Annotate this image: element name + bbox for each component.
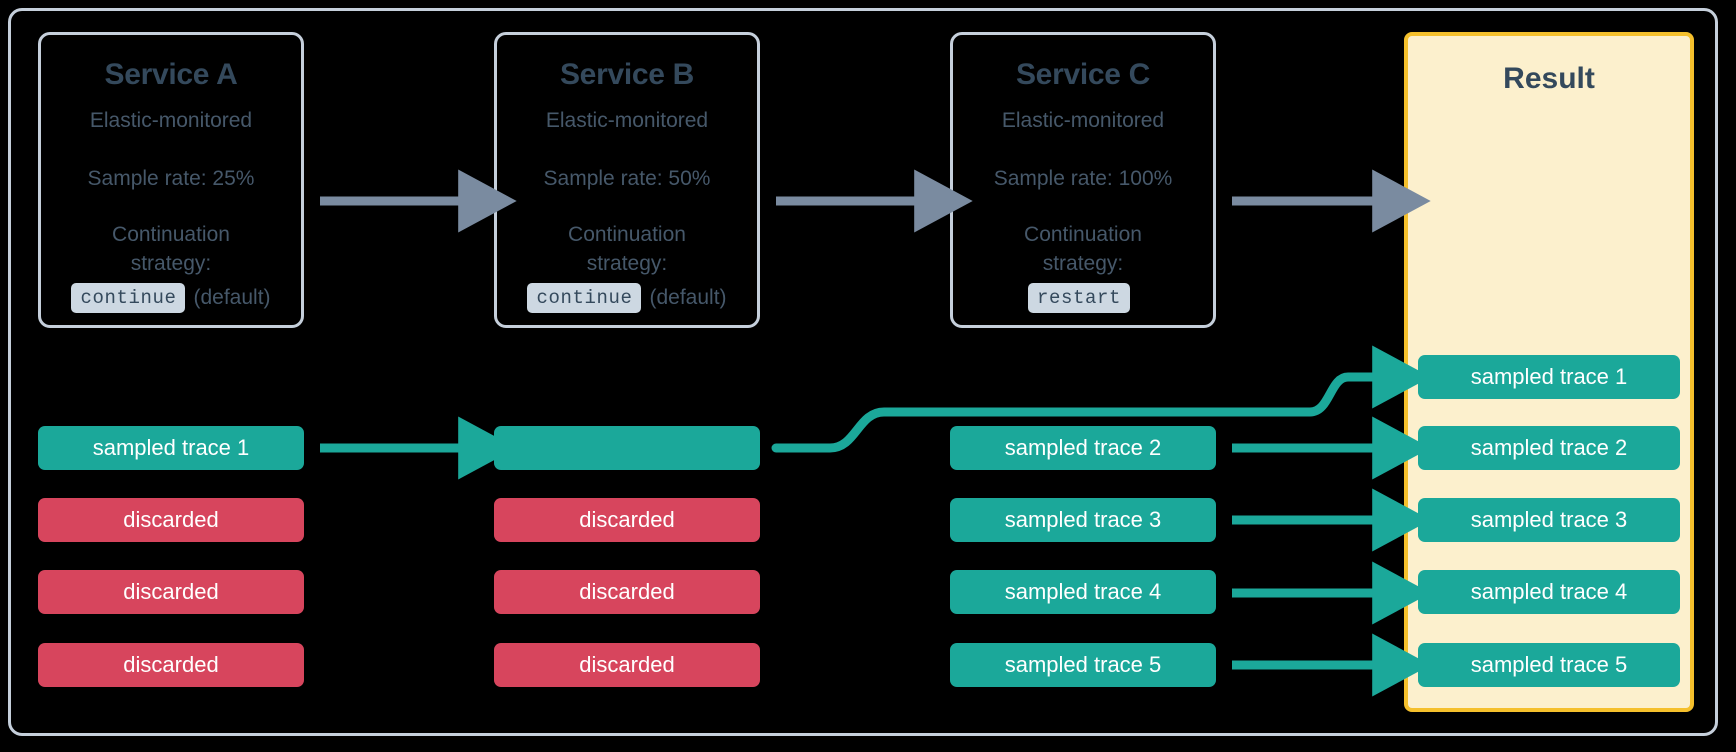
result-title: Result — [1503, 62, 1595, 95]
service-b-title: Service B — [559, 58, 695, 91]
trace-pill-b-4: discarded — [494, 643, 760, 687]
service-b-monitored: Elastic-monitored — [545, 109, 709, 132]
trace-pill-c-3: sampled trace 4 — [950, 570, 1216, 614]
service-a-sample-rate: Sample rate: 25% — [87, 167, 255, 191]
service-card-b: Service B Elastic-monitored Sample rate:… — [494, 32, 760, 328]
service-c-sample-rate: Sample rate: 100% — [993, 167, 1173, 191]
service-b-strategy-row: continue (default) — [497, 283, 757, 314]
service-c-monitored: Elastic-monitored — [1001, 109, 1165, 132]
trace-pill-c-1: sampled trace 2 — [950, 426, 1216, 470]
service-c-title: Service C — [1015, 58, 1151, 91]
service-card-c: Service C Elastic-monitored Sample rate:… — [950, 32, 1216, 328]
result-pill-5: sampled trace 5 — [1418, 643, 1680, 687]
result-pill-4: sampled trace 4 — [1418, 570, 1680, 614]
service-a-strategy-chip: continue — [71, 283, 186, 314]
trace-pill-a-2: discarded — [38, 498, 304, 542]
service-a-strategy-note: (default) — [193, 286, 271, 310]
trace-pill-b-2: discarded — [494, 498, 760, 542]
trace-pill-a-4: discarded — [38, 643, 304, 687]
service-b-strategy-note: (default) — [649, 286, 727, 310]
service-a-title: Service A — [104, 58, 238, 91]
trace-pill-c-4: sampled trace 5 — [950, 643, 1216, 687]
service-a-monitored: Elastic-monitored — [89, 109, 253, 132]
service-b-strategy-chip: continue — [527, 283, 642, 314]
service-card-a: Service A Elastic-monitored Sample rate:… — [38, 32, 304, 328]
trace-pill-b-3: discarded — [494, 570, 760, 614]
trace-pill-b-1 — [494, 426, 760, 470]
result-pill-1: sampled trace 1 — [1418, 355, 1680, 399]
result-pill-3: sampled trace 3 — [1418, 498, 1680, 542]
service-a-strategy-row: continue (default) — [41, 283, 301, 314]
result-pill-2: sampled trace 2 — [1418, 426, 1680, 470]
trace-pill-a-3: discarded — [38, 570, 304, 614]
service-c-strategy-row: restart — [953, 283, 1213, 314]
service-b-sample-rate: Sample rate: 50% — [543, 167, 711, 191]
trace-pill-a-1: sampled trace 1 — [38, 426, 304, 470]
service-c-strategy-chip: restart — [1027, 283, 1130, 314]
trace-pill-c-2: sampled trace 3 — [950, 498, 1216, 542]
